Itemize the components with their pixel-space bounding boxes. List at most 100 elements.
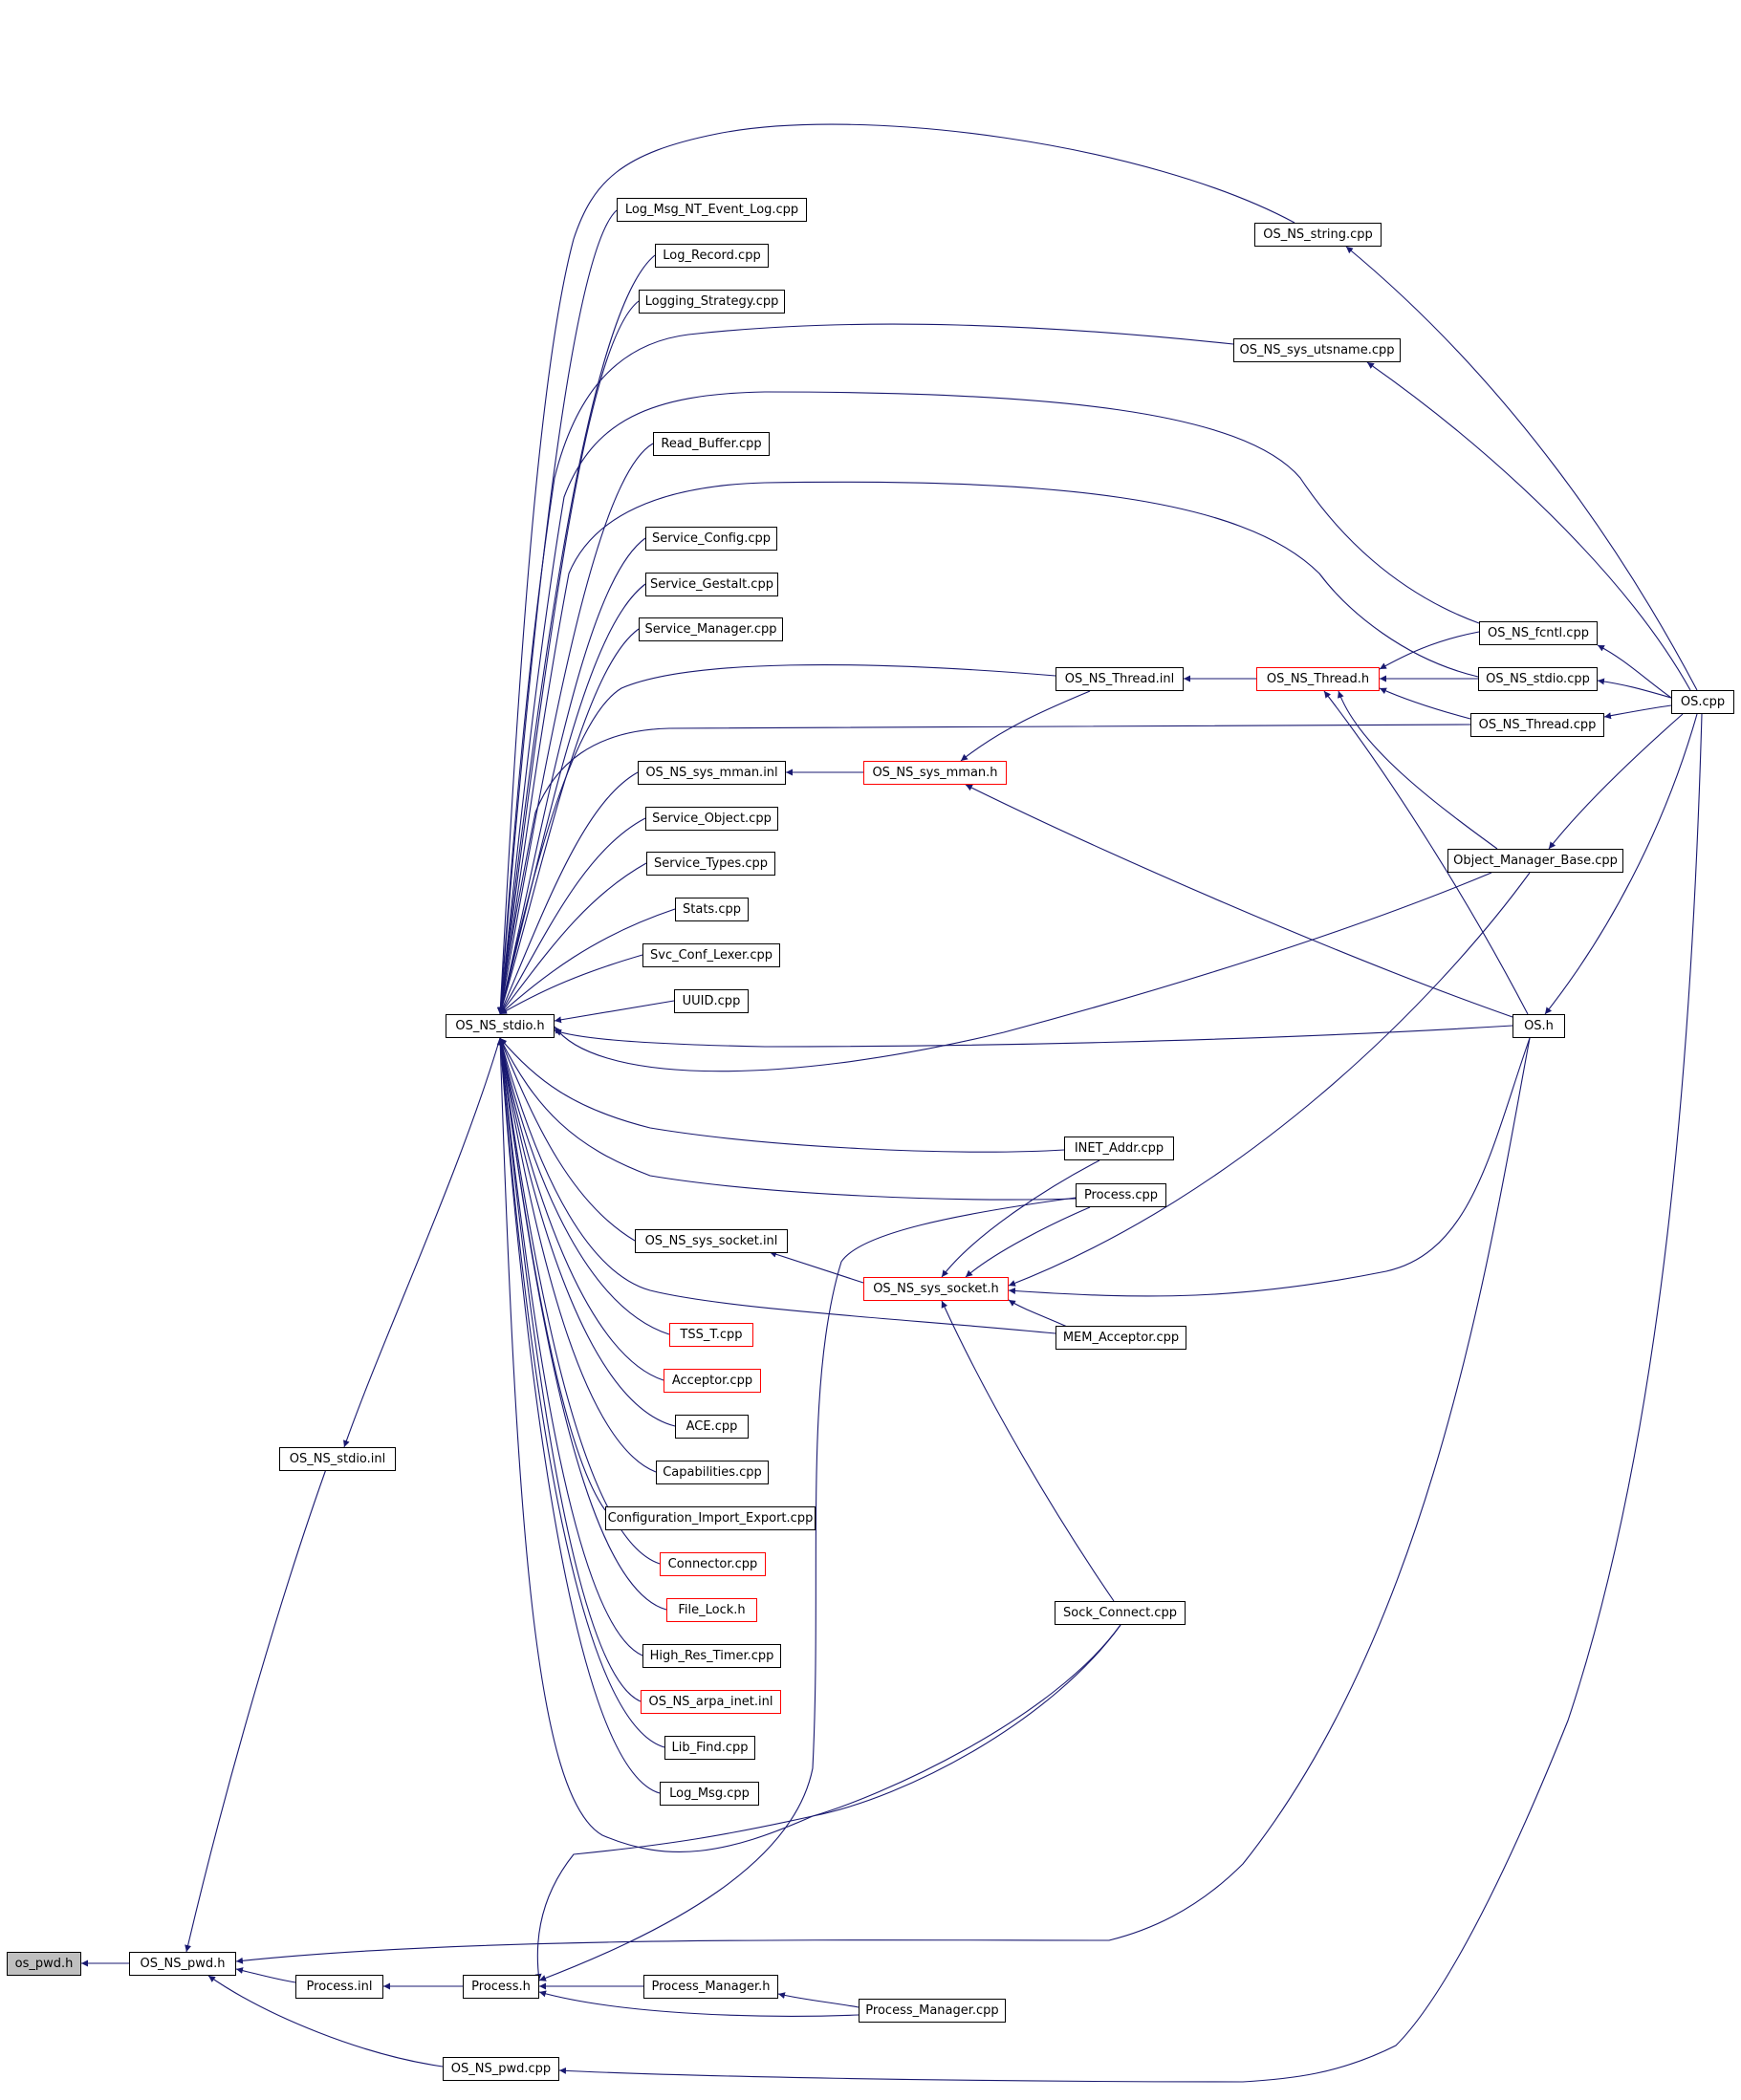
node-os-ns-thread-cpp[interactable]: OS_NS_Thread.cpp	[1470, 713, 1604, 737]
node-process-manager-cpp[interactable]: Process_Manager.cpp	[859, 1999, 1006, 2023]
edge-os-ns-pwd-cpp-to-os-cpp	[558, 713, 1703, 2083]
node-os-ns-thread-h[interactable]: OS_NS_Thread.h	[1256, 667, 1380, 691]
edge-service-config-to-stdio-h	[498, 537, 646, 1015]
edge-os-h-to-sys-socket-h	[1008, 1037, 1531, 1297]
node-os-ns-arpa-inet-inl[interactable]: OS_NS_arpa_inet.inl	[641, 1690, 781, 1714]
node-os-ns-thread-inl[interactable]: OS_NS_Thread.inl	[1055, 667, 1184, 691]
node-service-gestalt-cpp[interactable]: Service_Gestalt.cpp	[645, 573, 778, 596]
node-stats-cpp[interactable]: Stats.cpp	[675, 898, 749, 921]
edge-os-cpp-to-object-manager-base	[1548, 713, 1684, 850]
edge-os-cpp-to-string-cpp	[1345, 246, 1698, 691]
node-capabilities-cpp[interactable]: Capabilities.cpp	[656, 1461, 769, 1484]
edge-logging-strategy-to-stdio-h	[497, 300, 640, 1015]
edge-process-manager-cpp-to-process-h	[538, 1990, 860, 2017]
edge-os-h-to-pwd-h	[235, 1037, 1531, 1964]
node-os-ns-pwd-h[interactable]: OS_NS_pwd.h	[129, 1952, 236, 1976]
edge-os-cpp-to-thread-cpp	[1603, 704, 1672, 720]
node-sock-connect-cpp[interactable]: Sock_Connect.cpp	[1055, 1601, 1186, 1625]
node-os-h[interactable]: OS.h	[1512, 1014, 1565, 1038]
node-os-ns-string-cpp[interactable]: OS_NS_string.cpp	[1254, 223, 1382, 247]
node-high-res-timer-cpp[interactable]: High_Res_Timer.cpp	[642, 1644, 781, 1668]
node-process-h[interactable]: Process.h	[463, 1975, 539, 1999]
node-read-buffer-cpp[interactable]: Read_Buffer.cpp	[653, 432, 770, 456]
edge-lib-find-to-stdio-h	[497, 1037, 665, 1748]
edge-os-cpp-to-stdio-cpp	[1597, 678, 1672, 699]
edge-process-inl-to-pwd-h	[235, 1967, 296, 1983]
edge-log-msg-to-stdio-h	[497, 1037, 661, 1794]
edge-high-res-timer-to-stdio-h	[497, 1037, 643, 1656]
edge-mem-acceptor-to-stdio-h	[498, 1037, 1056, 1334]
edge-os-ns-sys-mman-inl-to-stdio-h	[499, 771, 639, 1015]
node-ace-cpp[interactable]: ACE.cpp	[675, 1415, 749, 1439]
edge-os-h-to-thread-h	[1323, 690, 1529, 1015]
node-acceptor-cpp[interactable]: Acceptor.cpp	[664, 1369, 761, 1393]
node-logging-strategy-cpp[interactable]: Logging_Strategy.cpp	[639, 290, 785, 314]
node-log-msg-cpp[interactable]: Log_Msg.cpp	[660, 1782, 759, 1806]
node-configuration-import-export-cpp[interactable]: Configuration_Import_Export.cpp	[605, 1506, 816, 1530]
node-process-manager-h[interactable]: Process_Manager.h	[643, 1975, 778, 1999]
node-log-record-cpp[interactable]: Log_Record.cpp	[655, 244, 769, 268]
node-object-manager-base-cpp[interactable]: Object_Manager_Base.cpp	[1447, 849, 1623, 873]
node-mem-acceptor-cpp[interactable]: MEM_Acceptor.cpp	[1055, 1326, 1186, 1350]
edge-service-gestalt-to-stdio-h	[498, 583, 646, 1015]
edges	[81, 123, 1703, 2083]
edge-process-cpp-to-process-h	[538, 1197, 1077, 1981]
edge-stdio-inl-to-pwd-h	[185, 1458, 331, 1953]
node-process-inl[interactable]: Process.inl	[295, 1975, 383, 1999]
edge-process-manager-cpp-to-process-manager-h	[777, 1992, 860, 2008]
node-os-ns-sys-mman-inl[interactable]: OS_NS_sys_mman.inl	[638, 761, 786, 785]
edge-read-buffer-to-stdio-h	[497, 443, 654, 1015]
node-service-types-cpp[interactable]: Service_Types.cpp	[646, 852, 775, 876]
node-os-ns-stdio-cpp[interactable]: OS_NS_stdio.cpp	[1478, 667, 1598, 691]
node-os-ns-fcntl-cpp[interactable]: OS_NS_fcntl.cpp	[1479, 621, 1598, 645]
node-os-ns-sys-utsname-cpp[interactable]: OS_NS_sys_utsname.cpp	[1233, 338, 1401, 362]
edge-svc-conf-lexer-to-stdio-h	[499, 954, 643, 1015]
node-process-cpp[interactable]: Process.cpp	[1076, 1183, 1166, 1207]
node-log-msg-nt-event-log-cpp[interactable]: Log_Msg_NT_Event_Log.cpp	[617, 198, 807, 222]
node-lib-find-cpp[interactable]: Lib_Find.cpp	[664, 1736, 755, 1760]
edge-stats-to-stdio-h	[499, 908, 676, 1015]
node-tss-t-cpp[interactable]: TSS_T.cpp	[669, 1323, 753, 1347]
node-os-ns-stdio-h[interactable]: OS_NS_stdio.h	[446, 1014, 555, 1038]
edge-sys-socket-h-to-sys-socket-inl	[769, 1250, 864, 1284]
node-os-ns-sys-mman-h[interactable]: OS_NS_sys_mman.h	[863, 761, 1007, 785]
node-connector-cpp[interactable]: Connector.cpp	[660, 1552, 766, 1576]
edge-inet-addr-to-sys-socket-h	[941, 1159, 1100, 1278]
node-svc-conf-lexer-cpp[interactable]: Svc_Conf_Lexer.cpp	[642, 943, 780, 967]
edge-process-cpp-to-sys-socket-h	[965, 1206, 1091, 1278]
edge-os-h-to-sys-mman-h	[965, 784, 1513, 1018]
node-service-object-cpp[interactable]: Service_Object.cpp	[645, 807, 778, 831]
node-os-ns-sys-socket-h[interactable]: OS_NS_sys_socket.h	[863, 1277, 1009, 1301]
node-os-cpp[interactable]: OS.cpp	[1671, 690, 1734, 714]
node-service-manager-cpp[interactable]: Service_Manager.cpp	[639, 617, 783, 641]
node-os-ns-sys-socket-inl[interactable]: OS_NS_sys_socket.inl	[635, 1229, 788, 1253]
edge-acceptor-to-stdio-h	[497, 1037, 664, 1381]
edge-object-manager-base-to-stdio-h	[554, 872, 1492, 1072]
edge-os-h-to-stdio-h	[554, 1025, 1513, 1048]
edge-service-object-to-stdio-h	[499, 817, 646, 1015]
edge-service-types-to-stdio-h	[499, 862, 647, 1015]
node-os-ns-pwd-cpp[interactable]: OS_NS_pwd.cpp	[443, 2057, 559, 2081]
edge-os-ns-string-to-stdio-h	[496, 123, 1295, 1015]
edge-connector-to-stdio-h	[497, 1037, 661, 1565]
node-uuid-cpp[interactable]: UUID.cpp	[674, 989, 749, 1013]
node-inet-addr-cpp[interactable]: INET_Addr.cpp	[1064, 1137, 1174, 1160]
node-os-ns-stdio-inl[interactable]: OS_NS_stdio.inl	[279, 1447, 396, 1471]
edge-thread-cpp-to-thread-h	[1379, 687, 1471, 720]
edge-inet-addr-to-stdio-h	[499, 1037, 1065, 1153]
edge-fcntl-cpp-to-thread-h	[1379, 631, 1480, 670]
edge-file-lock-to-stdio-h	[497, 1037, 667, 1611]
edge-pwd-cpp-to-pwd-h	[207, 1975, 444, 2068]
edge-sock-connect-to-stdio-h	[496, 1037, 1121, 1852]
edge-os-ns-thread-inl-to-stdio-h	[498, 664, 1056, 1015]
node-file-lock-h[interactable]: File_Lock.h	[666, 1598, 757, 1622]
edge-process-cpp-to-stdio-h	[499, 1037, 1077, 1201]
edge-thread-inl-to-sys-mman-h	[960, 690, 1091, 762]
edge-uuid-to-stdio-h	[554, 1000, 675, 1024]
edge-object-manager-base-to-sys-socket-h	[1008, 872, 1531, 1287]
node-service-config-cpp[interactable]: Service_Config.cpp	[645, 527, 777, 551]
edge-os-cpp-to-utsname-cpp	[1366, 361, 1691, 691]
edge-log-msg-nt-to-stdio-h	[497, 209, 618, 1015]
edge-object-manager-base-to-thread-h	[1338, 690, 1498, 850]
